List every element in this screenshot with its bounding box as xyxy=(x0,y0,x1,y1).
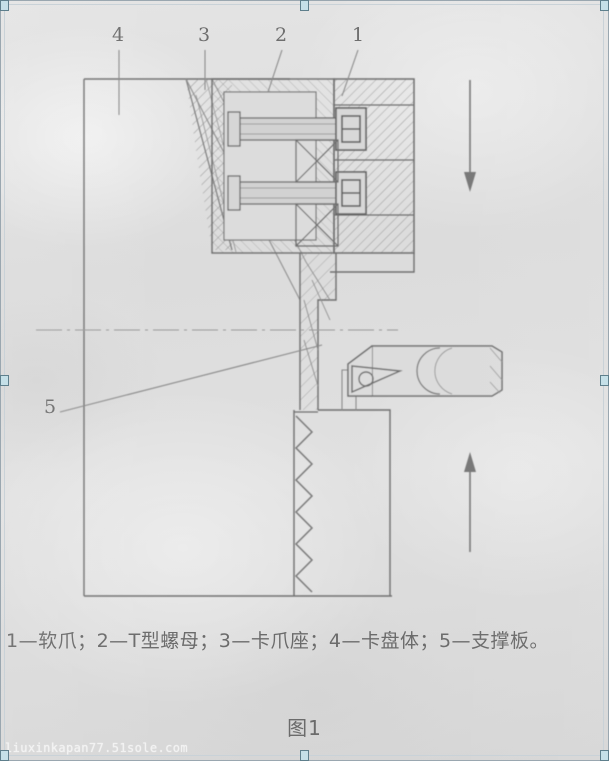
resize-handle-middle-left[interactable] xyxy=(0,375,9,386)
base-plate-block xyxy=(318,369,391,596)
serration-thread-profile xyxy=(293,410,318,596)
legend-text: 1—软爪；2—T型螺母；3—卡爪座；4—卡盘体；5—支撑板。 xyxy=(6,630,550,652)
resize-handle-bottom-center[interactable] xyxy=(300,750,309,761)
resize-handle-middle-right[interactable] xyxy=(600,375,609,386)
callout-label-1: 1 xyxy=(352,24,365,46)
leader-line-1 xyxy=(341,49,359,97)
jaw-seat-body xyxy=(211,78,335,254)
resize-handle-bottom-left[interactable] xyxy=(0,750,9,761)
callout-label-3: 3 xyxy=(198,24,211,46)
watermark-text: liuxinkapan77.51sole.com xyxy=(5,741,188,755)
resize-handle-top-left[interactable] xyxy=(0,0,9,11)
motion-arrow-down xyxy=(464,80,476,192)
leader-line-5 xyxy=(59,344,323,413)
callout-leader-lines xyxy=(59,49,359,413)
motion-arrow-up xyxy=(464,452,476,552)
support-plate-column xyxy=(299,253,337,410)
drawing-geometry xyxy=(36,49,503,597)
resize-handle-top-right[interactable] xyxy=(600,0,609,11)
callout-label-2: 2 xyxy=(275,24,288,46)
leader-line-2 xyxy=(267,49,283,93)
resize-handle-top-center[interactable] xyxy=(300,0,309,11)
callout-label-4: 4 xyxy=(112,24,125,46)
t-nut-fastener-lower xyxy=(227,171,367,215)
figure-caption: 图1 xyxy=(287,716,322,740)
resize-handle-bottom-right[interactable] xyxy=(600,750,609,761)
callout-label-5: 5 xyxy=(44,396,57,418)
jaw-seat-rib xyxy=(295,139,339,247)
turning-tool-holder xyxy=(347,345,503,397)
t-nut-fastener-upper xyxy=(227,107,367,151)
